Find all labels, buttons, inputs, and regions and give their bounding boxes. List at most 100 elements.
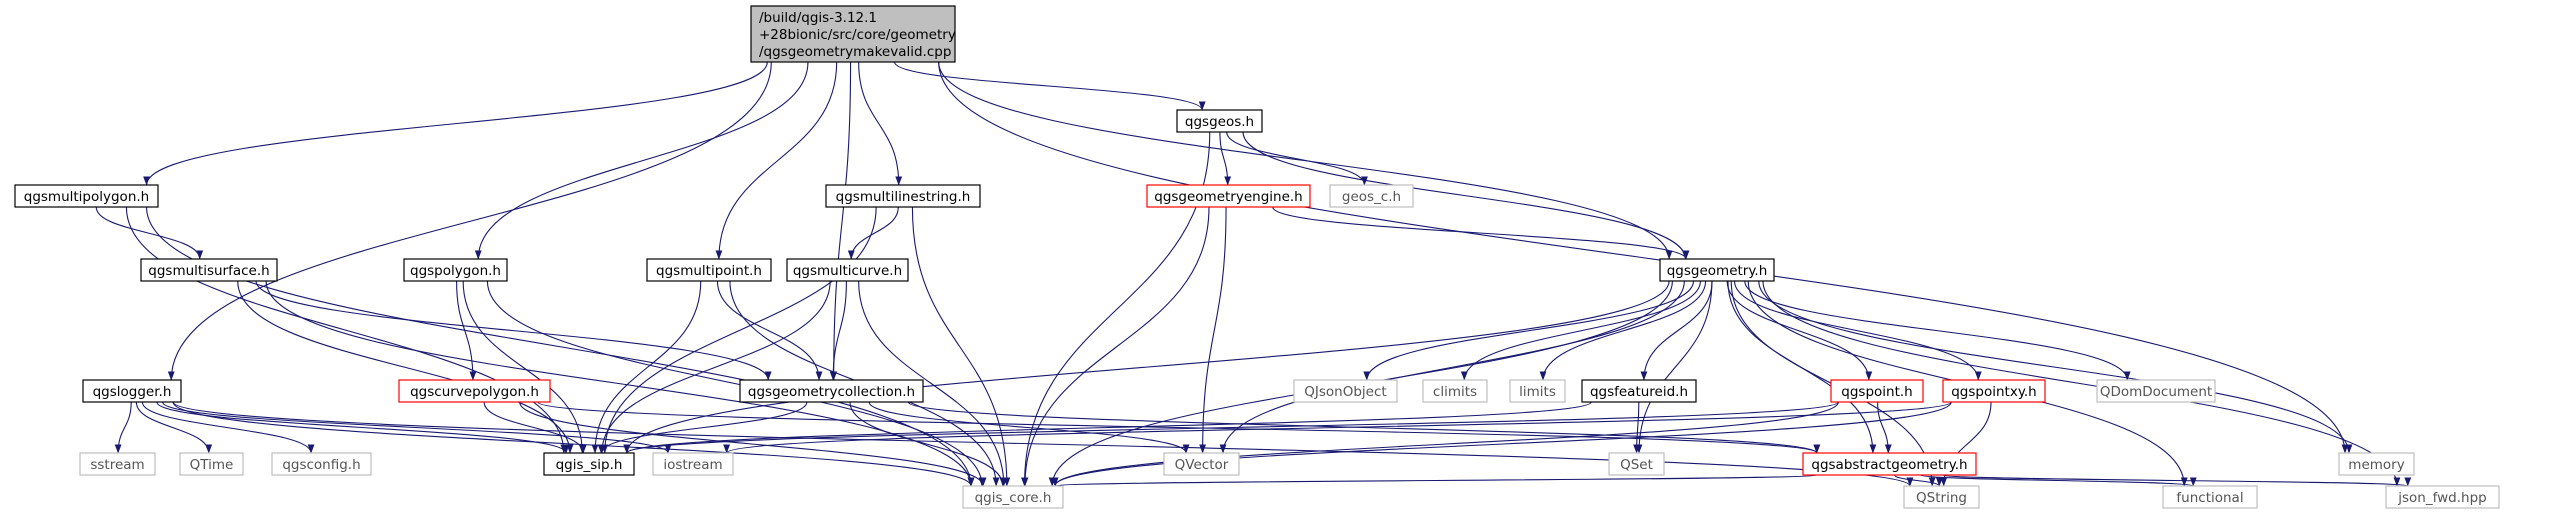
edge-qgslogger-to-sstream xyxy=(114,401,132,454)
node-label-climits: climits xyxy=(1433,384,1477,400)
node-qgsmultilinestring[interactable]: qgsmultilinestring.h xyxy=(825,184,981,208)
node-QSet: QSet xyxy=(1608,452,1665,476)
edge-qgsgeometry-to-QSet xyxy=(1635,280,1713,454)
node-label-qgis_core: qgis_core.h xyxy=(975,490,1052,506)
node-box-functional xyxy=(2162,485,2258,509)
edge-qgsmultisurface-to-qgis_sip xyxy=(237,280,574,454)
edge-qgsgeometry-to-limits xyxy=(1539,280,1707,381)
edge-qgsabstractgeometry-to-functional xyxy=(1919,474,2197,487)
edge-qgsmulticurve-to-qgis_core xyxy=(858,280,1008,487)
node-label-root: /build/qgis-3.12.1 xyxy=(759,10,877,26)
node-qgsgeometrycollection[interactable]: qgsgeometrycollection.h xyxy=(739,379,924,403)
node-label-qgsgeometryengine: qgsgeometryengine.h xyxy=(1154,189,1303,205)
node-box-QVector xyxy=(1163,452,1240,476)
node-functional: functional xyxy=(2162,485,2258,509)
node-qgsgeometryengine[interactable]: qgsgeometryengine.h xyxy=(1146,184,1311,208)
node-label-QSet: QSet xyxy=(1620,457,1653,473)
edge-qgsfeatureid-to-QSet xyxy=(1633,401,1641,454)
node-qgsmultipoint[interactable]: qgsmultipoint.h xyxy=(646,258,772,282)
edge-qgscurvepolygon-to-qgsabstractgeometry xyxy=(537,401,1820,454)
edge-qgspolygon-to-qgis_sip xyxy=(462,280,586,454)
edge-qgsgeometry-to-QDomDocument xyxy=(1744,280,2131,381)
edge-root-to-qgslogger xyxy=(167,61,772,381)
node-label-qgsgeos: qgsgeos.h xyxy=(1185,114,1254,130)
node-box-QSet xyxy=(1608,452,1665,476)
edge-root-to-qgsmultilinestring xyxy=(858,61,903,186)
node-box-qgsmultipoint xyxy=(646,258,772,282)
node-label-qgsmulticurve: qgsmulticurve.h xyxy=(793,263,902,279)
node-qgsmulticurve[interactable]: qgsmulticurve.h xyxy=(786,258,909,282)
node-qgsabstractgeometry[interactable]: qgsabstractgeometry.h xyxy=(1802,452,1977,476)
edge-qgsgeometrycollection-to-qgis_core xyxy=(849,401,1007,487)
node-qgscurvepolygon[interactable]: qgscurvepolygon.h xyxy=(398,379,551,403)
node-label-functional: functional xyxy=(2176,490,2243,506)
node-qgsmultipolygon[interactable]: qgsmultipolygon.h xyxy=(14,184,159,208)
node-QDomDocument: QDomDocument xyxy=(2096,379,2216,403)
edge-qgslogger-to-iostream xyxy=(161,401,672,454)
edge-qgsmultisurface-to-qgis_core xyxy=(265,280,975,487)
edge-root-to-qgsgeos xyxy=(893,61,1206,111)
node-box-QDomDocument xyxy=(2096,379,2216,403)
node-box-limits xyxy=(1509,379,1566,403)
node-label-iostream: iostream xyxy=(663,457,722,473)
node-label-qgspointxy: qgspointxy.h xyxy=(1951,384,2037,400)
node-sstream: sstream xyxy=(79,452,156,476)
node-label-root: +28bionic/src/core/geometry xyxy=(759,27,956,43)
edge-qgslogger-to-qgsconfig xyxy=(141,401,315,454)
node-box-QTime xyxy=(179,452,244,476)
node-label-qgscurvepolygon: qgscurvepolygon.h xyxy=(410,384,539,400)
node-label-qgsmultilinestring: qgsmultilinestring.h xyxy=(836,189,971,205)
node-root[interactable]: /build/qgis-3.12.1+28bionic/src/core/geo… xyxy=(750,5,956,63)
node-box-qgsmultipolygon xyxy=(14,184,159,208)
edge-qgsgeometry-to-qgspointxy xyxy=(1733,280,1982,381)
node-qgsgeometry[interactable]: qgsgeometry.h xyxy=(1659,258,1775,282)
node-qgsmultisurface[interactable]: qgsmultisurface.h xyxy=(140,258,278,282)
edge-qgspointxy-to-qgis_core xyxy=(1051,401,1952,487)
edge-qgsgeometrycollection-to-QVector xyxy=(868,401,1190,454)
edge-qgsabstractgeometry-to-json_fwd xyxy=(1942,474,2411,487)
edge-qgsgeometry-to-qgis_sip xyxy=(623,280,1670,454)
edge-qgscurvepolygon-to-qgis_core xyxy=(519,401,987,487)
node-label-QDomDocument: QDomDocument xyxy=(2100,384,2212,400)
node-layer: /build/qgis-3.12.1+28bionic/src/core/geo… xyxy=(14,5,2500,509)
edge-qgsgeos-to-geos_c xyxy=(1226,131,1368,186)
node-label-qgsmultipoint: qgsmultipoint.h xyxy=(656,263,762,279)
node-qgis_sip[interactable]: qgis_sip.h xyxy=(543,452,635,476)
node-qgspoint[interactable]: qgspoint.h xyxy=(1830,379,1924,403)
node-label-QTime: QTime xyxy=(190,457,234,473)
node-box-geos_c xyxy=(1329,184,1414,208)
edge-qgsmultisurface-to-qgsgeometrycollection xyxy=(255,280,772,381)
node-label-qgsmultipolygon: qgsmultipolygon.h xyxy=(24,189,149,205)
node-qgspolygon[interactable]: qgspolygon.h xyxy=(403,258,508,282)
edge-root-to-qgspolygon xyxy=(474,61,809,260)
edge-qgspointxy-to-iostream xyxy=(723,401,1952,454)
edge-qgsfeatureid-to-qgis_sip xyxy=(623,401,1592,454)
node-QJsonObject: QJsonObject xyxy=(1293,379,1398,403)
edge-qgsgeometry-to-QVector xyxy=(1219,280,1685,454)
edge-qgsabstractgeometry-to-QString xyxy=(1893,474,1943,487)
node-qgslogger[interactable]: qgslogger.h xyxy=(82,379,182,403)
node-box-qgslogger xyxy=(82,379,182,403)
node-box-json_fwd xyxy=(2385,485,2500,509)
node-label-qgslogger: qgslogger.h xyxy=(93,384,172,400)
node-iostream: iostream xyxy=(652,452,734,476)
edge-qgsgeometry-to-json_fwd xyxy=(1762,280,2401,487)
edge-qgslogger-to-qgis_core xyxy=(172,401,975,487)
node-qgspointxy[interactable]: qgspointxy.h xyxy=(1942,379,2046,403)
node-qgsfeatureid[interactable]: qgsfeatureid.h xyxy=(1581,379,1697,403)
node-box-QString xyxy=(1903,485,1980,509)
edge-qgsgeometryengine-to-QVector xyxy=(1199,206,1227,454)
node-box-qgsmultisurface xyxy=(140,258,278,282)
edge-root-to-qgsmultipolygon xyxy=(143,61,768,186)
edge-qgsgeometry-to-QJsonObject xyxy=(1363,280,1695,381)
node-label-qgis_sip: qgis_sip.h xyxy=(556,457,623,473)
edge-qgspoint-to-qgis_core xyxy=(1051,401,1839,487)
node-box-qgsabstractgeometry xyxy=(1802,452,1977,476)
node-qgsconfig: qgsconfig.h xyxy=(271,452,372,476)
node-box-qgsgeometryengine xyxy=(1146,184,1311,208)
node-label-root: /qgsgeometrymakevalid.cpp xyxy=(759,44,951,60)
node-label-QString: QString xyxy=(1916,490,1967,506)
edge-root-to-qgsmultipoint xyxy=(715,61,838,260)
node-qgsgeos[interactable]: qgsgeos.h xyxy=(1176,109,1263,133)
